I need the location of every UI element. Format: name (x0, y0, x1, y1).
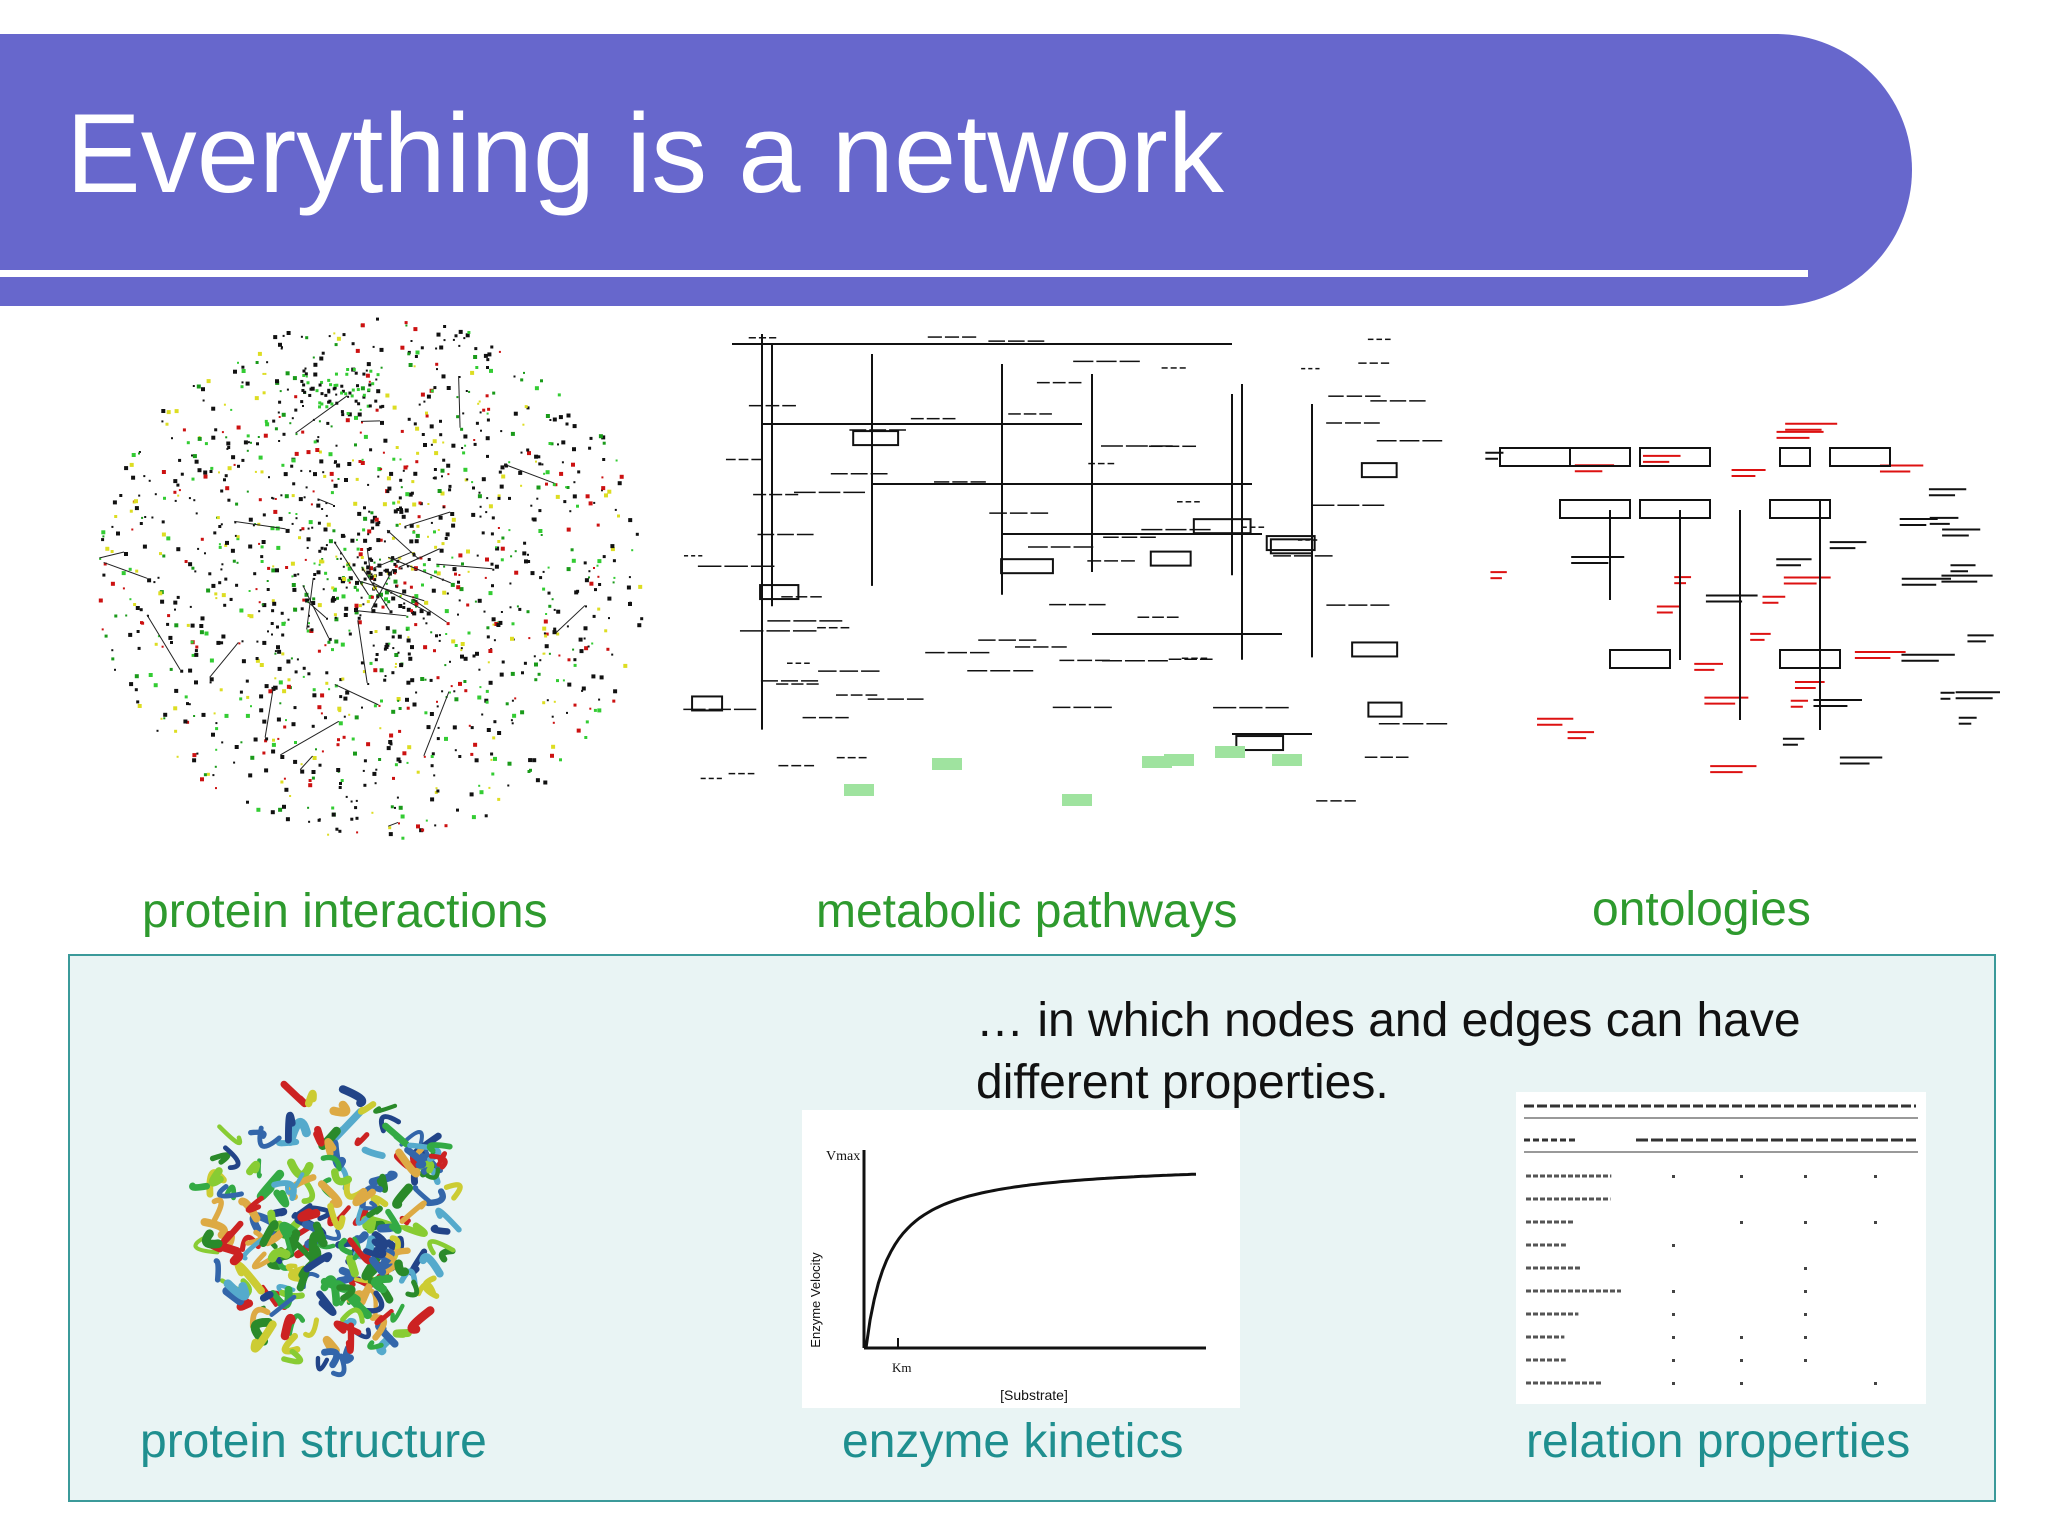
protein-interactions-label: protein interactions (142, 885, 548, 938)
protein-structure-label: protein structure (140, 1415, 487, 1468)
ontology-figure (1485, 422, 2000, 774)
enzyme-kinetics-label: enzyme kinetics (842, 1415, 1184, 1468)
x-axis-label: [Substrate] (1000, 1387, 1068, 1403)
metabolic-pathway-figure (683, 334, 1448, 806)
network-nodes (98, 317, 644, 840)
metabolic-pathways-label: metabolic pathways (816, 885, 1238, 938)
slide-title: Everything is a network (66, 91, 1224, 216)
y-axis-label: Enzyme Velocity (808, 1252, 823, 1348)
protein-structure-figure (189, 1080, 463, 1378)
banner-rule (0, 270, 1808, 277)
saturation-curve (864, 1172, 1197, 1349)
relation-table-card (1516, 1092, 1926, 1404)
kinetics-card (802, 1110, 1240, 1408)
relation-properties-label: relation properties (1526, 1415, 1911, 1468)
enzyme-kinetics-figure: Vmax Enzyme Velocity Km [Substrate] (808, 1149, 1206, 1403)
vmax-label: Vmax (826, 1149, 860, 1164)
ontologies-label: ontologies (1592, 883, 1811, 936)
properties-note: … in which nodes and edges can have diff… (976, 994, 1801, 1109)
relation-properties-table-figure (1524, 1104, 1918, 1385)
km-label: Km (892, 1360, 912, 1375)
protein-interaction-network-figure (98, 317, 644, 840)
title-banner (0, 34, 1912, 306)
